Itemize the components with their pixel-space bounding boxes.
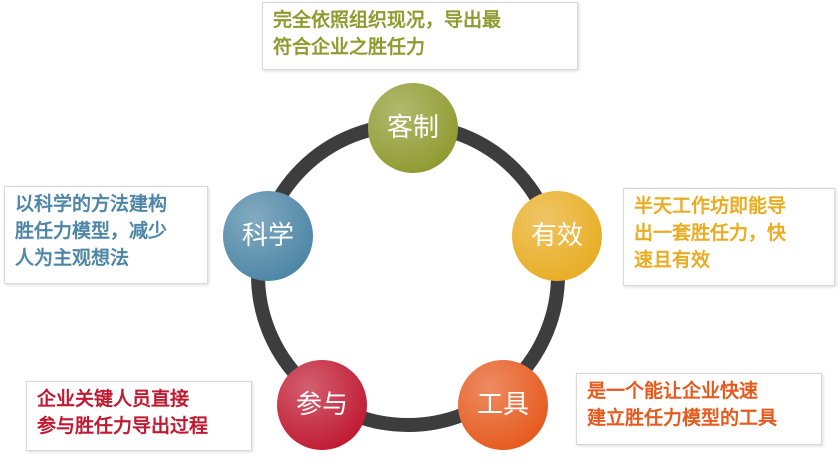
- node-science-label: 科学: [242, 221, 294, 251]
- node-effective-label: 有效: [531, 221, 583, 251]
- node-custom-label: 客制: [387, 113, 439, 143]
- desc-participate: 企业关键人员直接 参与胜任力导出过程: [26, 381, 252, 451]
- node-participate: 参与: [277, 360, 367, 450]
- desc-tool: 是一个能让企业快速 建立胜任力模型的工具: [576, 373, 822, 445]
- node-tool: 工具: [458, 360, 548, 450]
- node-science: 科学: [223, 191, 313, 281]
- desc-effective: 半天工作坊即能导 出一套胜任力，快 速且有效: [623, 188, 835, 286]
- node-custom: 客制: [368, 83, 458, 173]
- node-participate-label: 参与: [296, 390, 348, 420]
- desc-custom: 完全依照组织现况，导出最 符合企业之胜任力: [262, 2, 578, 70]
- node-effective: 有效: [512, 191, 602, 281]
- desc-science: 以科学的方法建构 胜任力模型，减少 人为主观想法: [4, 186, 208, 284]
- node-tool-label: 工具: [477, 390, 529, 420]
